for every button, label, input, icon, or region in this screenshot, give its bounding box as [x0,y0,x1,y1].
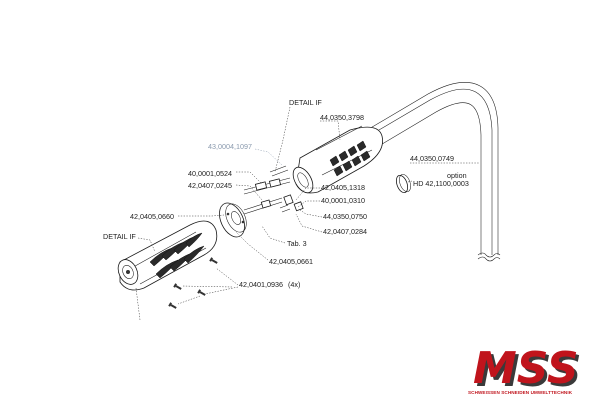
label-detail-if-left: DETAIL IF [103,232,136,241]
label-42-0405-0660: 42,0405,0660 [130,212,174,221]
handle-grip-texture [149,232,205,279]
label-42-0405-0661: 42,0405,0661 [269,257,313,266]
label-42-0407-0245: 42,0407,0245 [188,181,232,190]
label-tab-3: Tab. 3 [287,239,307,248]
connector-parts [243,165,304,215]
label-44-0350-3798: 44,0350,3798 [320,113,364,122]
label-40-0001-0310: 40,0001,0310 [321,196,365,205]
screws-4x [168,257,218,309]
label-hd-42-1100-0003: HD 42,1100,0003 [413,179,469,188]
handle-end-cap [219,202,247,238]
label-option: option [447,171,467,180]
hose-assembly [292,82,501,262]
leader-lines [135,106,480,321]
label-43-0004-1097: 43,0004,1097 [208,142,252,151]
logo-letters-shadow: MSS [476,346,582,397]
label-detail-if-top: DETAIL IF [289,98,322,107]
logo-tagline: SCHWEISSEN SCHNEIDEN UMWELTTECHNIK [468,390,573,395]
label-44-0350-0750: 44,0350,0750 [323,212,367,221]
torch-handle [117,220,218,291]
option-ring [395,174,411,194]
logo-letters: MSS [473,343,579,394]
part-labels: DETAIL IF 44,0350,3798 43,0004,1097 40,0… [103,98,469,289]
label-40-0001-0524: 40,0001,0524 [188,169,232,178]
label-44-0350-0749: 44,0350,0749 [410,154,454,163]
label-42-0407-0284: 42,0407,0284 [323,227,367,236]
label-qty-4x: (4x) [288,280,300,289]
mss-logo: MSS MSS SCHWEISSEN SCHNEIDEN UMWELTTECHN… [468,343,582,397]
grip-ribs [329,140,371,177]
label-42-0405-1318: 42,0405,1318 [321,183,365,192]
label-42-0401-0936: 42,0401,0936 [239,280,283,289]
